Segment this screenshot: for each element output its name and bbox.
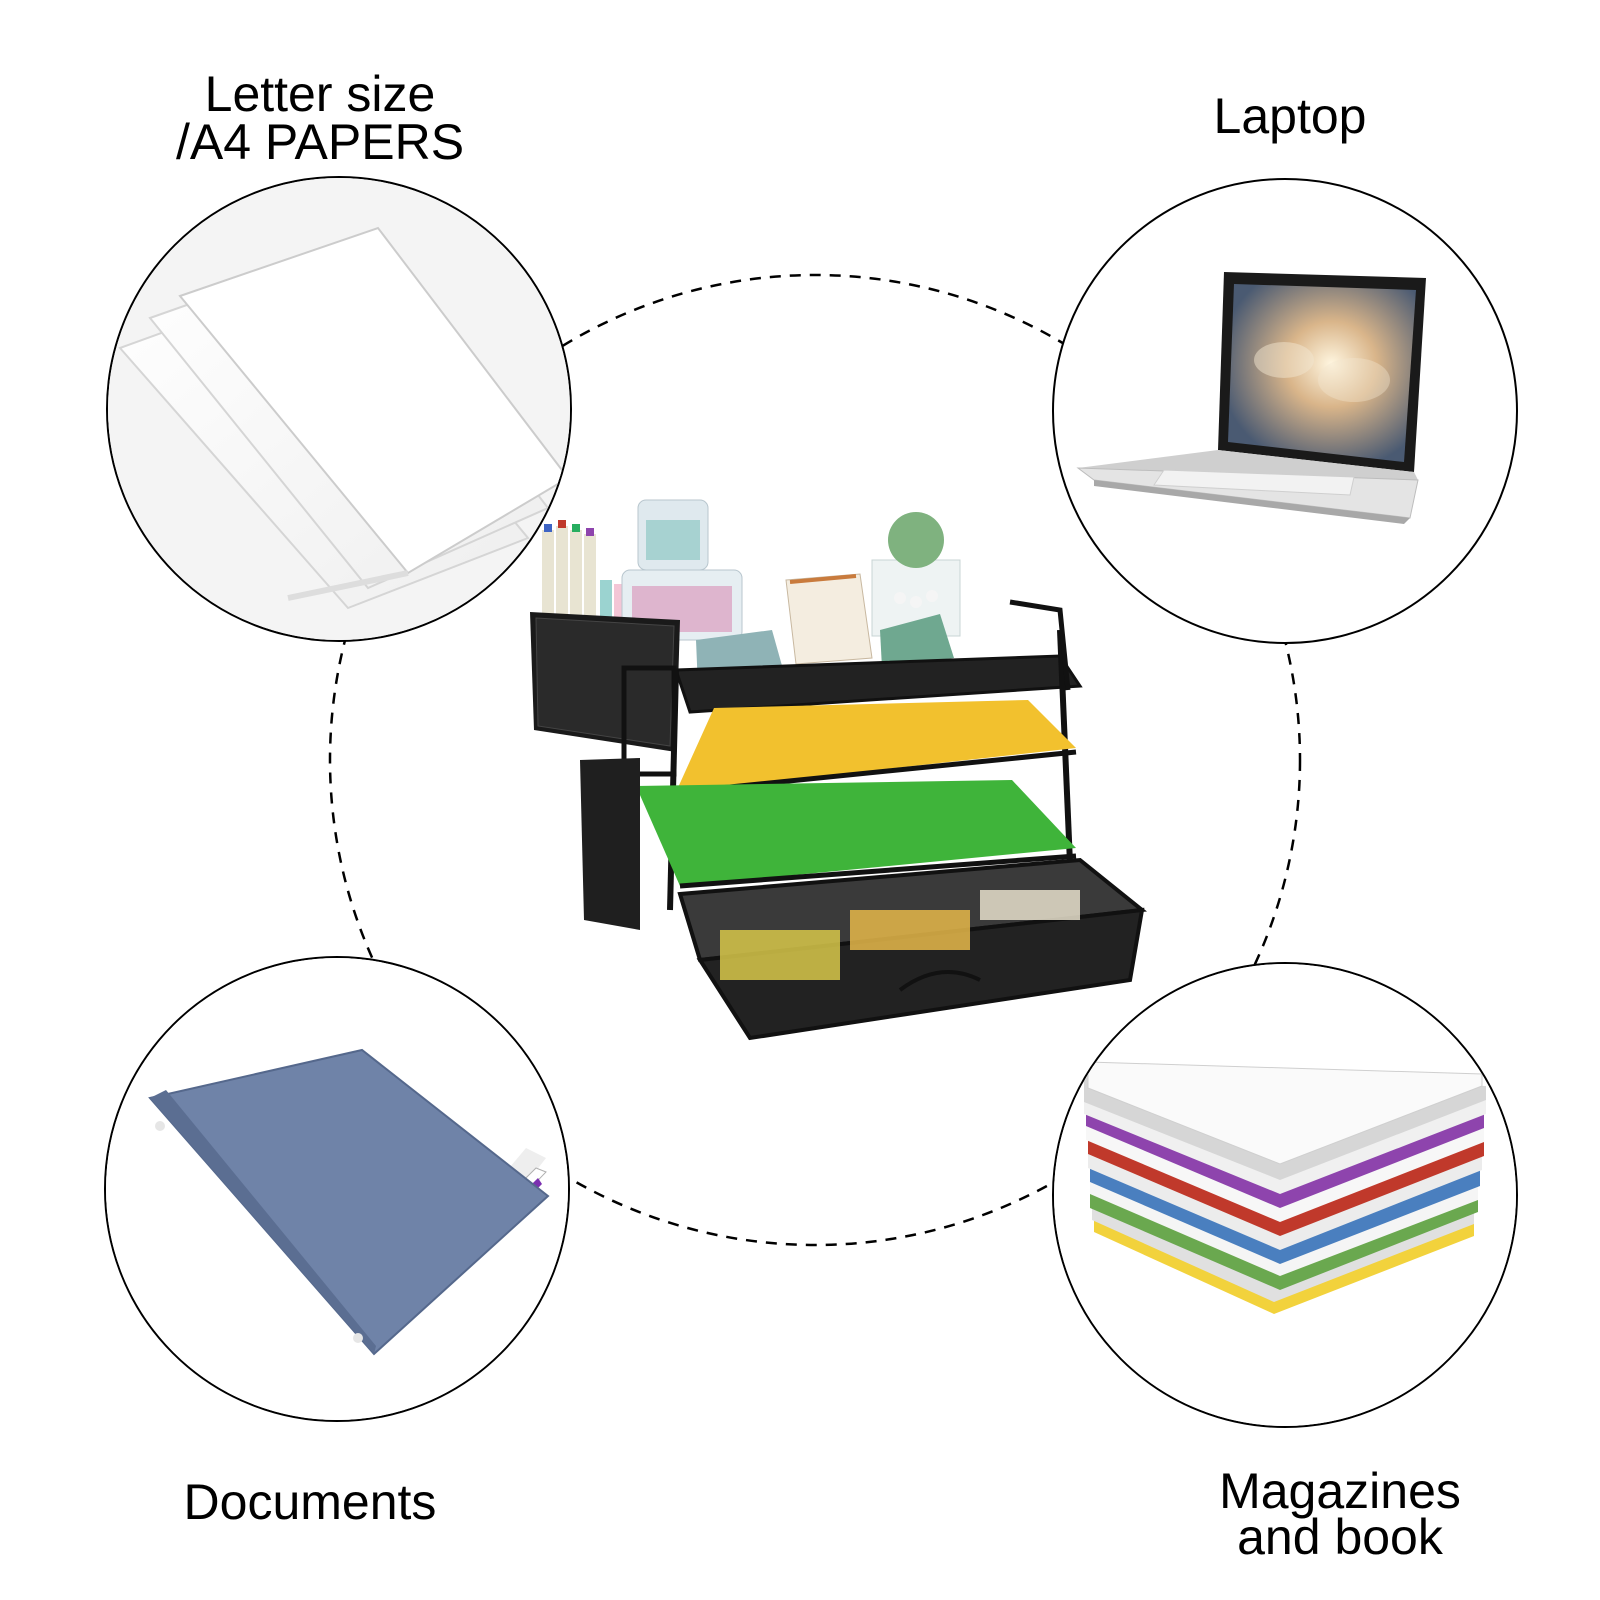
magazines-label-line1: Magazines — [1219, 1463, 1461, 1519]
papers-circle — [106, 176, 572, 642]
documents-label: Documents — [183, 1474, 437, 1530]
laptop-image — [1076, 272, 1426, 524]
magazines-label: Magazines and book — [1180, 1463, 1500, 1565]
magazines-circle — [1052, 962, 1518, 1428]
papers-label-line1: Letter size — [204, 66, 436, 122]
papers-label-line2: /A4 PAPERS — [175, 114, 465, 170]
laptop-label: Laptop — [1213, 88, 1367, 144]
magazine-stack-image — [1054, 964, 1516, 1426]
laptop-circle — [1052, 178, 1518, 644]
papers-label: Letter size /A4 PAPERS — [150, 66, 490, 170]
desk-organizer-image — [530, 499, 1147, 1041]
documents-circle — [104, 956, 570, 1422]
binder-image — [106, 958, 568, 1420]
magazines-label-line2: and book — [1237, 1509, 1443, 1565]
paper-stack-image — [108, 178, 570, 640]
